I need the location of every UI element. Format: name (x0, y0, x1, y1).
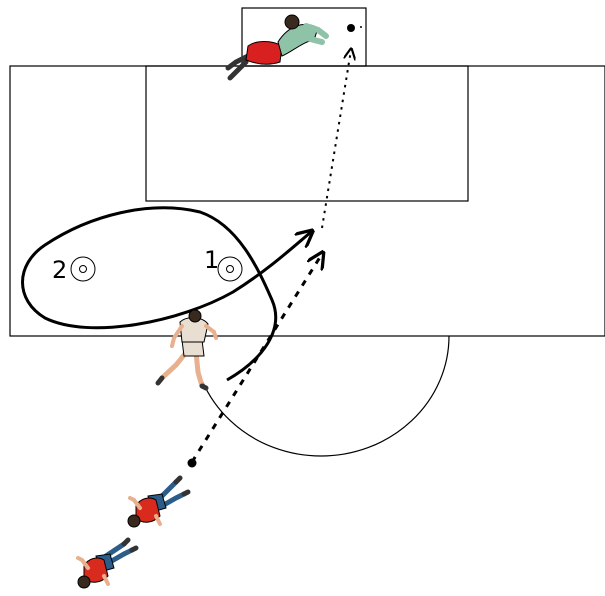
cone-marker-1: 1 (204, 246, 243, 282)
cone-label-2: 2 (52, 256, 67, 284)
running-player-icon (155, 309, 218, 391)
ball-icon (187, 458, 197, 468)
loop-run-path (21, 206, 312, 382)
cone-marker-icon (217, 256, 243, 282)
ball-icon (347, 24, 355, 32)
pitch-markings (9, 7, 605, 457)
cone-marker-icon (70, 256, 96, 282)
shot-line (321, 50, 351, 229)
pass-line (190, 254, 322, 463)
running-player-red-blue-icon (76, 537, 139, 589)
goal-area (145, 65, 469, 202)
cone-center (79, 265, 87, 273)
running-player-red-blue-icon (127, 475, 191, 528)
cone-marker-2: 2 (52, 256, 96, 284)
penalty-arc (192, 335, 450, 457)
ball-motion-dot (360, 26, 362, 28)
cone-center (226, 265, 234, 273)
diving-goalkeeper-icon (225, 14, 329, 81)
cone-label-1: 1 (204, 246, 219, 274)
